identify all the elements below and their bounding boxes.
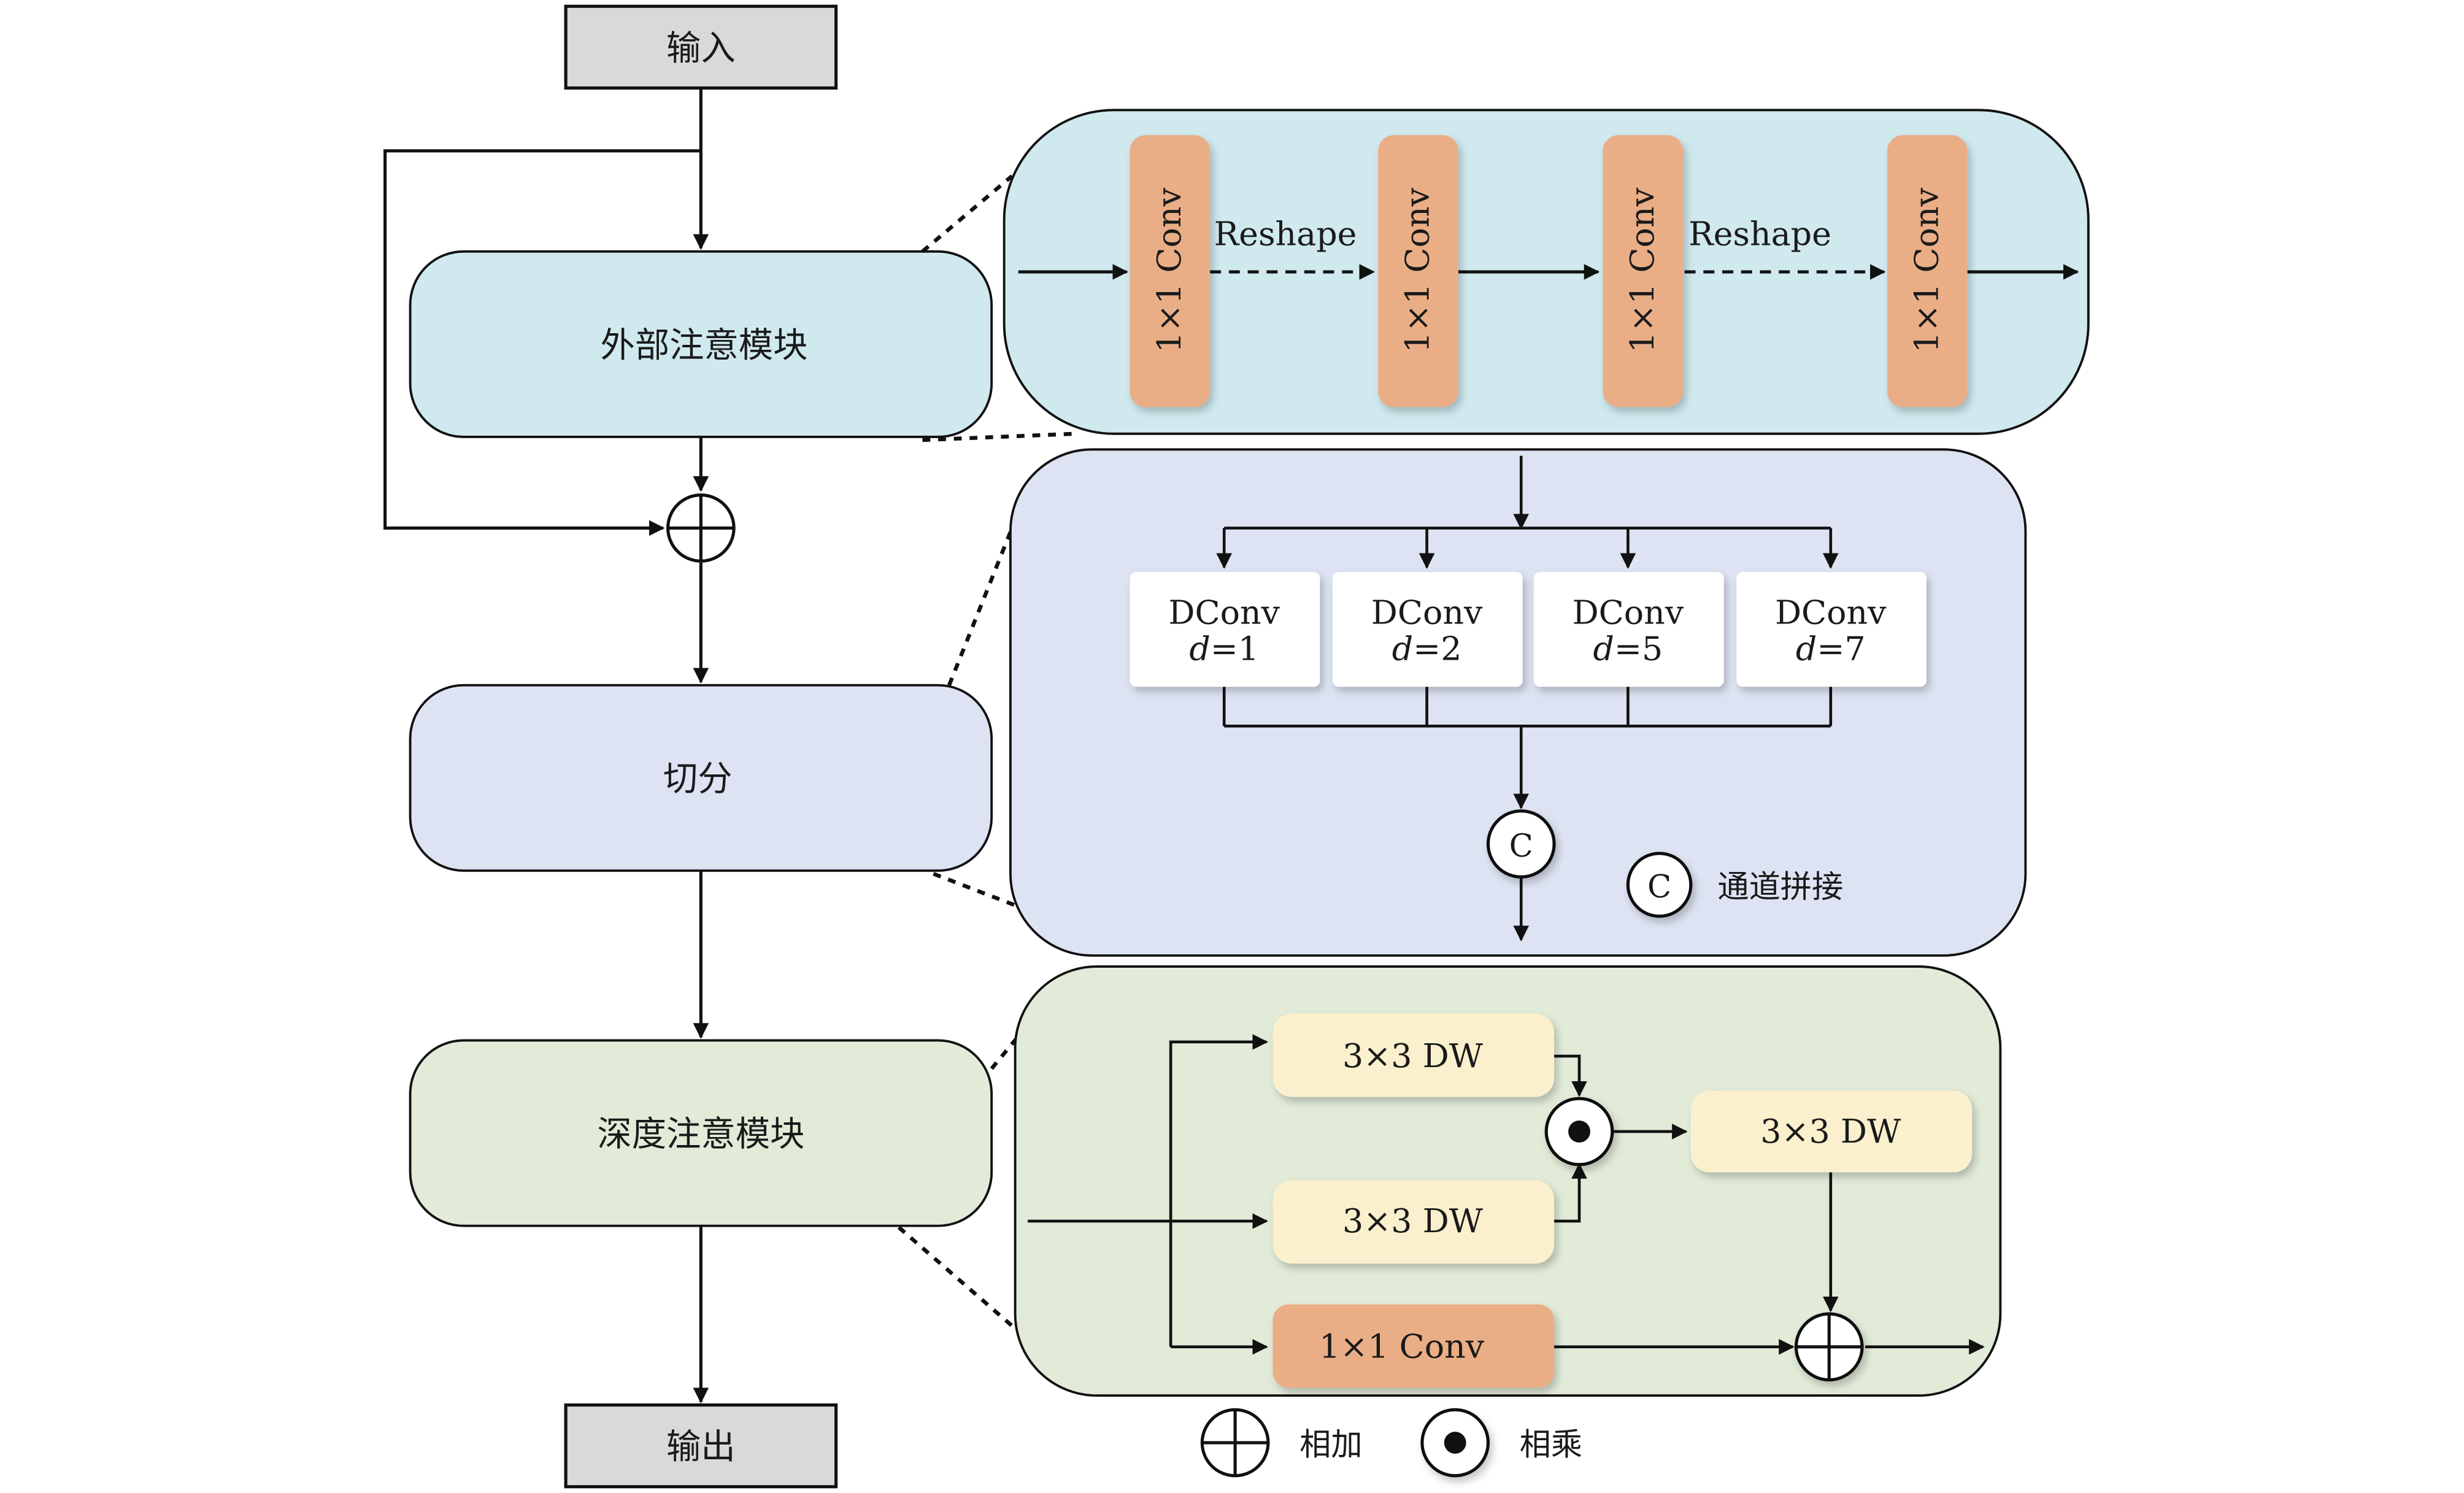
output-label: 输出 [666, 1427, 736, 1467]
multiply-icon [1544, 1097, 1614, 1167]
output-box: 输出 [564, 1403, 838, 1489]
reshape-label-1: Reshape [1214, 215, 1357, 253]
dconv-block-3: DConv d=5 [1533, 572, 1724, 687]
input-box: 输入 [564, 4, 838, 90]
legend: 相加 相乘 [1200, 1408, 1582, 1478]
dconv-block-3-d-val: =5 [1614, 630, 1663, 668]
add-icon [1794, 1312, 1864, 1382]
dconv-block-2-dilation: d=2 [1392, 630, 1462, 668]
conv-block-4-label: 1×1 Conv [1907, 187, 1946, 353]
conv-block-4: 1×1 Conv [1887, 135, 1968, 407]
conv-1x1-block-label: 1×1 Conv [1319, 1327, 1485, 1366]
residual-add-icon [666, 493, 736, 563]
legend-add-icon [1200, 1408, 1270, 1478]
conv-block-1-label: 1×1 Conv [1150, 187, 1188, 353]
reshape-label-2: Reshape [1688, 215, 1831, 253]
dconv-block-4-d-val: =7 [1817, 630, 1865, 668]
depth-attention-module: 深度注意模块 [409, 1039, 993, 1227]
dw-block-right: 3×3 DW [1690, 1090, 1973, 1173]
dconv-block-1: DConv d=1 [1130, 572, 1320, 687]
concat-legend: C 通道拼接 [1626, 852, 1843, 918]
dconv-block-2-d-val: =2 [1413, 630, 1461, 668]
concat-icon-symbol: C [1509, 828, 1533, 865]
legend-multiply-label: 相乘 [1520, 1427, 1582, 1464]
dw-block-top-label: 3×3 DW [1342, 1036, 1484, 1075]
dw-block-top: 3×3 DW [1272, 1013, 1555, 1097]
conv-block-2-label: 1×1 Conv [1398, 187, 1437, 353]
dconv-block-2-name: DConv [1371, 593, 1483, 632]
dconv-block-3-dilation: d=5 [1593, 630, 1663, 668]
split-module-label: 切分 [663, 759, 733, 799]
conv-block-3-label: 1×1 Conv [1623, 187, 1661, 353]
dconv-block-4: DConv d=7 [1736, 572, 1927, 687]
external-attention-detail: 1×1 Conv 1×1 Conv 1×1 Conv 1×1 Conv Resh… [1003, 109, 2090, 435]
dconv-block-3-name: DConv [1573, 593, 1684, 632]
concat-legend-symbol: C [1647, 868, 1671, 905]
dconv-block-1-d-var: d [1189, 630, 1210, 668]
dw-block-bottom: 3×3 DW [1272, 1180, 1555, 1264]
dconv-block-4-dilation: d=7 [1796, 630, 1866, 668]
conv-block-3: 1×1 Conv [1603, 135, 1684, 407]
external-attention-module: 外部注意模块 [409, 250, 993, 438]
dconv-block-4-name: DConv [1775, 593, 1887, 632]
depth-module-label: 深度注意模块 [597, 1114, 804, 1154]
dconv-block-3-d-var: d [1593, 630, 1614, 668]
split-detail: DConv d=1 DConv d=2 DConv d=5 DConv d=7 … [1009, 448, 2027, 957]
dconv-block-4-d-var: d [1796, 630, 1817, 668]
concat-legend-label: 通道拼接 [1717, 868, 1843, 905]
dconv-block-2-d-var: d [1392, 630, 1413, 668]
conv-block-1: 1×1 Conv [1130, 135, 1211, 407]
input-label: 输入 [666, 28, 736, 68]
dconv-block-1-name: DConv [1168, 593, 1280, 632]
main-flow-arrows [383, 88, 709, 1404]
legend-add-label: 相加 [1299, 1427, 1362, 1464]
legend-multiply-icon [1420, 1408, 1490, 1478]
depth-attention-detail: 3×3 DW 3×3 DW 3×3 DW 1×1 Conv [1014, 965, 2002, 1397]
conv-1x1-block: 1×1 Conv [1272, 1304, 1555, 1388]
dconv-block-2: DConv d=2 [1332, 572, 1523, 687]
split-module: 切分 [409, 684, 993, 872]
dconv-block-1-dilation: d=1 [1189, 630, 1259, 668]
concat-icon: C [1486, 809, 1556, 879]
external-module-label: 外部注意模块 [601, 325, 808, 365]
dconv-block-1-d-val: =1 [1211, 630, 1259, 668]
dw-block-bottom-label: 3×3 DW [1342, 1202, 1484, 1240]
conv-block-2: 1×1 Conv [1378, 135, 1458, 407]
dw-block-right-label: 3×3 DW [1760, 1112, 1901, 1151]
